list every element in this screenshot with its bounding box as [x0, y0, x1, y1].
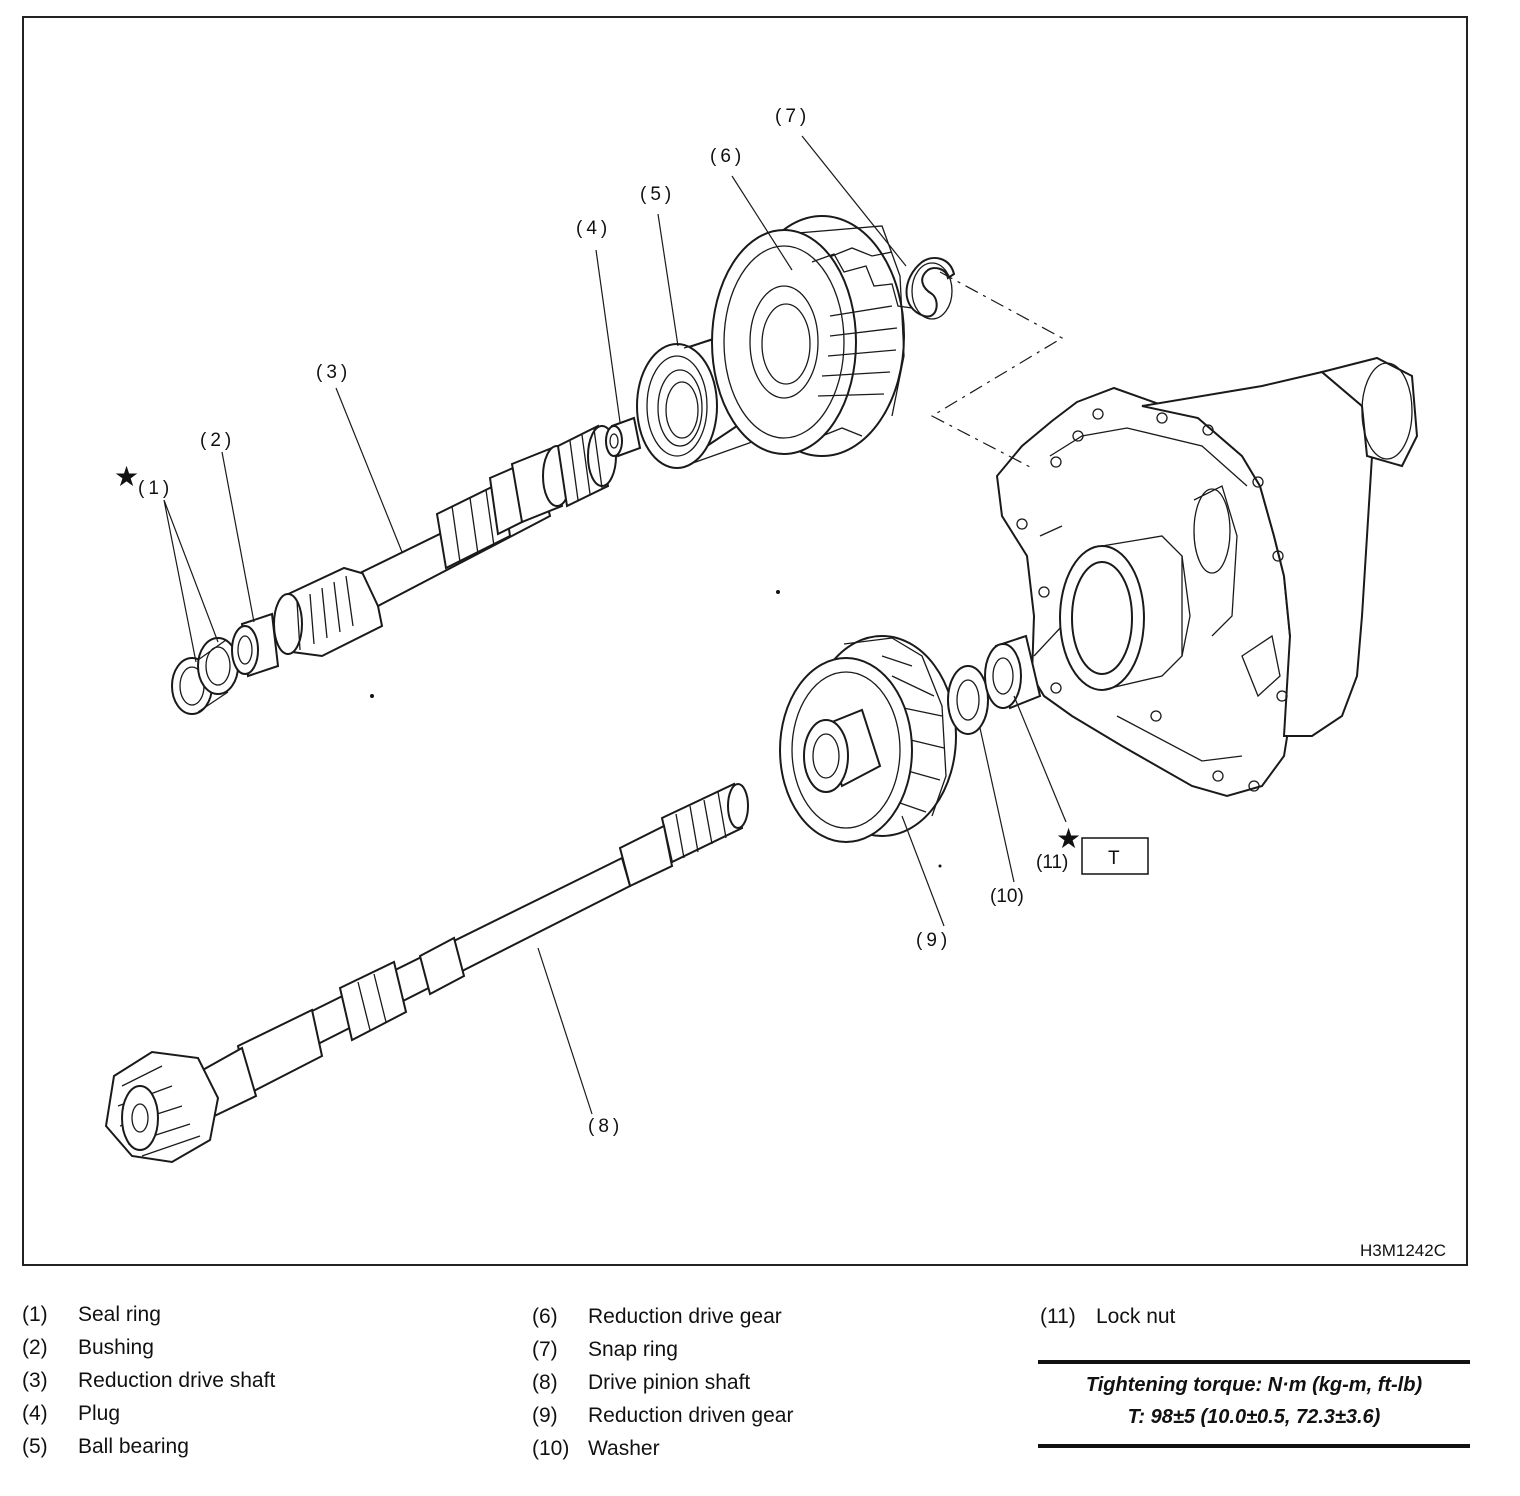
- legend-number: (9): [532, 1404, 558, 1427]
- legend-item: (6) Reduction drive gear: [532, 1300, 793, 1333]
- alignment-line: [930, 271, 1064, 469]
- legend-number: (5): [22, 1435, 48, 1458]
- legend-item: (11) Lock nut: [1040, 1300, 1175, 1333]
- legend-label: Reduction drive shaft: [78, 1369, 276, 1392]
- reduction-driven-gear-part: [779, 635, 957, 843]
- legend-number: (10): [532, 1437, 570, 1460]
- callout-6: (6): [710, 146, 745, 167]
- torque-heading: Tightening torque: N·m (kg-m, ft-lb): [1085, 1374, 1423, 1396]
- transfer-case-housing: [995, 356, 1419, 798]
- tightening-torque-box: Tightening torque: N·m (kg-m, ft-lb) T: …: [1038, 1360, 1470, 1448]
- legend-column-1: (1) Seal ring (2) Bushing (3) Reduction dri…: [22, 1298, 275, 1463]
- legend-label: Bushing: [78, 1336, 154, 1359]
- legend-number: (3): [22, 1369, 48, 1392]
- bushing-part: [231, 612, 280, 678]
- seal-ring-part: [171, 637, 239, 715]
- legend-label: Washer: [588, 1437, 660, 1460]
- reduction-drive-shaft-part: [273, 424, 617, 658]
- callout-11: (11): [1036, 852, 1068, 873]
- legend-item: (5) Ball bearing: [22, 1430, 275, 1463]
- legend-item: (8) Drive pinion shaft: [532, 1366, 793, 1399]
- lock-nut-part: [984, 634, 1042, 710]
- torque-value: T: 98±5 (10.0±0.5, 72.3±3.6): [1127, 1406, 1381, 1428]
- speck: [370, 694, 374, 698]
- legend-label: Reduction driven gear: [588, 1404, 794, 1427]
- legend-label: Lock nut: [1096, 1305, 1176, 1328]
- legend-label: Snap ring: [588, 1338, 678, 1361]
- snap-ring-part: [905, 257, 956, 320]
- diagram-frame: [22, 16, 1468, 1266]
- legend-item: (9) Reduction driven gear: [532, 1399, 793, 1432]
- legend-number: (4): [22, 1402, 48, 1425]
- callout-5: (5): [640, 184, 675, 205]
- callout-7: (7): [775, 106, 810, 127]
- legend-item: (1) Seal ring: [22, 1298, 275, 1331]
- exploded-view-diagram: (7) (6) (5) (4) (3) (2) ★ (1) (8) (9) (1…: [104, 106, 1446, 1260]
- figure-code: H3M1242C: [1360, 1241, 1446, 1260]
- callout-4: (4): [576, 218, 611, 239]
- legend-number: (7): [532, 1338, 558, 1361]
- legend-number: (1): [22, 1303, 48, 1326]
- legend-label: Ball bearing: [78, 1435, 189, 1458]
- legend-item: (2) Bushing: [22, 1331, 275, 1364]
- legend-item: (3) Reduction drive shaft: [22, 1364, 275, 1397]
- torque-marker-label: T: [1108, 848, 1120, 869]
- torque-marker-box: [1081, 837, 1149, 875]
- legend-item: (7) Snap ring: [532, 1333, 793, 1366]
- callout-8: (8): [588, 1116, 623, 1137]
- plug-part: [605, 416, 642, 458]
- legend-column-3: (11) Lock nut: [1040, 1300, 1175, 1333]
- callout-1: (1): [138, 478, 173, 499]
- legend-label: Plug: [78, 1402, 121, 1425]
- legend-number: (8): [532, 1371, 558, 1394]
- star-icon: ★: [1056, 822, 1081, 855]
- reduction-drive-gear-part: [711, 215, 913, 457]
- washer-part: [947, 665, 989, 735]
- speck: [938, 864, 942, 868]
- legend-column-2: (6) Reduction drive gear (7) Snap ring (8)…: [532, 1300, 793, 1465]
- speck: [776, 590, 780, 594]
- star-icon: ★: [114, 460, 139, 493]
- legend-label: Reduction drive gear: [588, 1305, 782, 1328]
- legend-item: (10) Washer: [532, 1432, 793, 1465]
- drive-pinion-shaft-part: [104, 782, 749, 1164]
- callout-9: (9): [916, 930, 951, 951]
- legend-item: (4) Plug: [22, 1397, 275, 1430]
- callout-2: (2): [200, 430, 235, 451]
- callout-3: (3): [316, 362, 351, 383]
- legend-number: (6): [532, 1305, 558, 1328]
- legend-number: (2): [22, 1336, 48, 1359]
- legend-label: Drive pinion shaft: [588, 1371, 751, 1394]
- callout-10: (10): [990, 886, 1024, 907]
- legend-label: Seal ring: [78, 1303, 161, 1326]
- leader-lines: [163, 135, 1067, 1115]
- legend-number: (11): [1040, 1305, 1076, 1328]
